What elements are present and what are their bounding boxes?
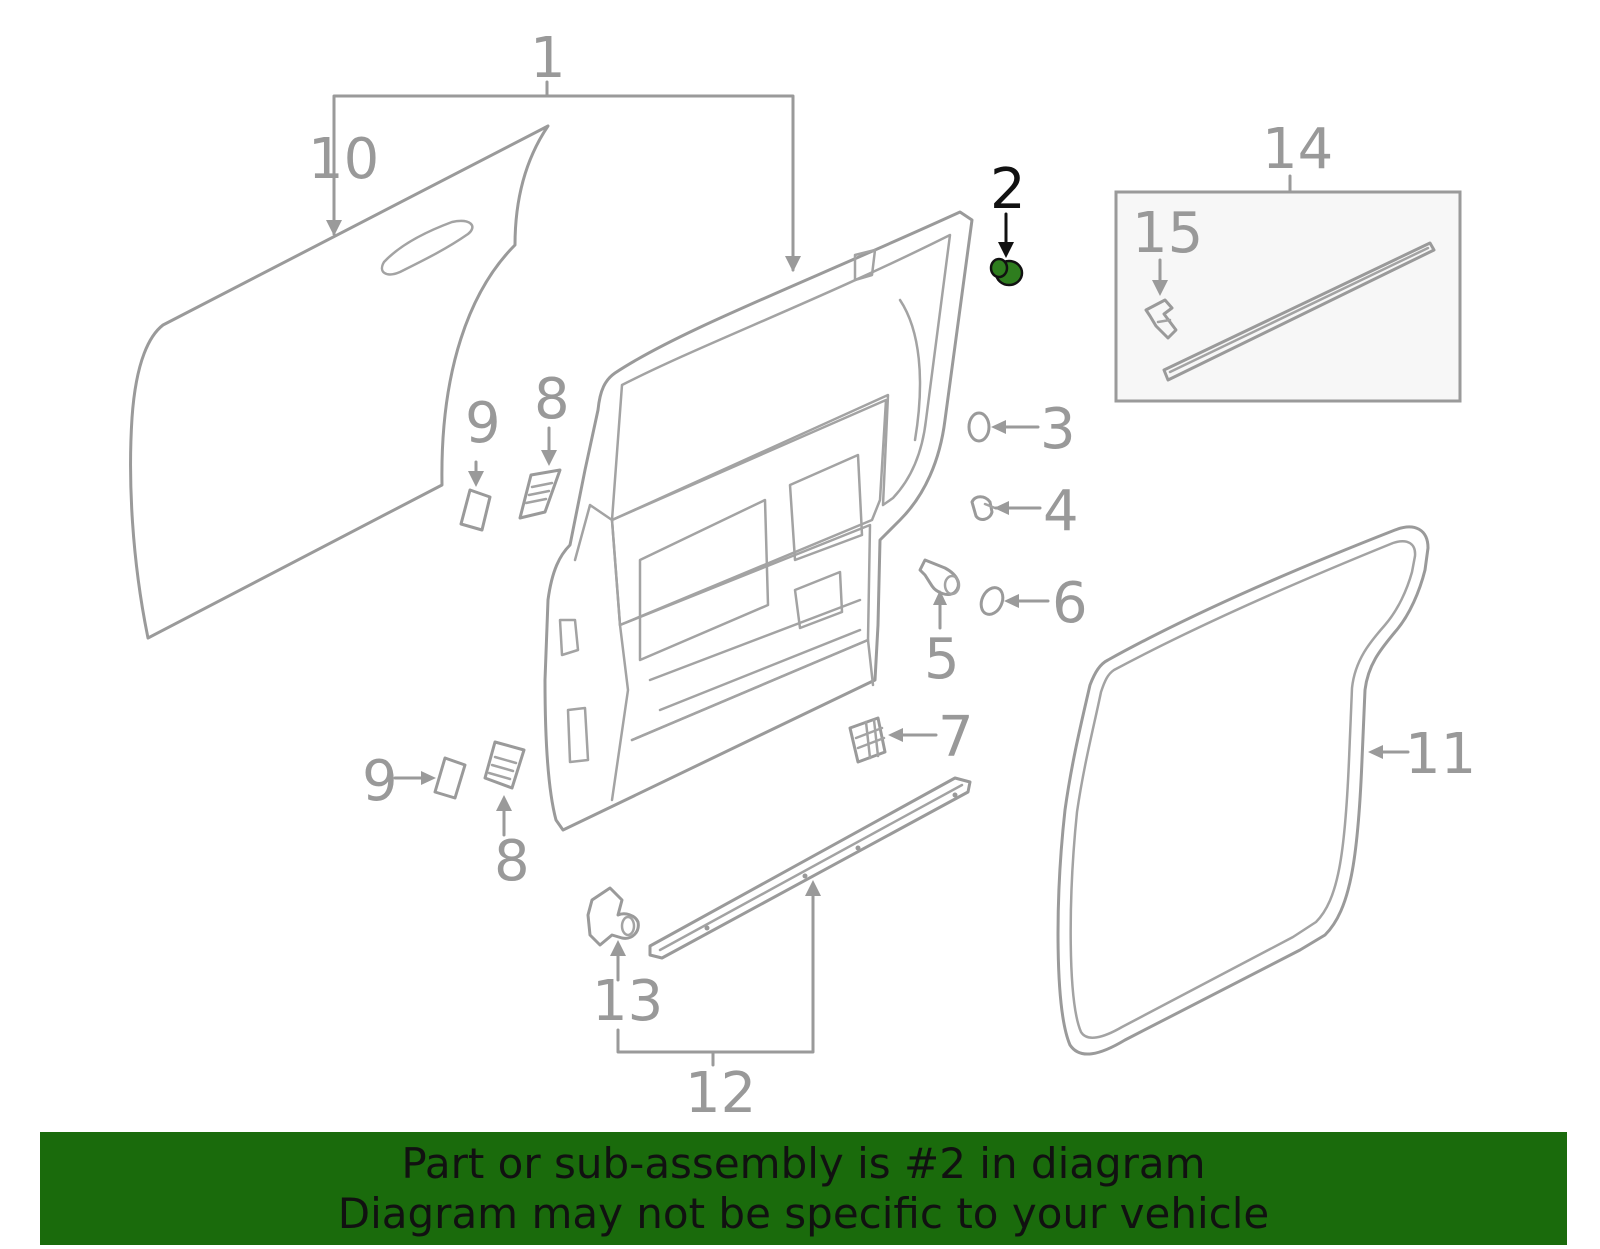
callout-6[interactable]: 6 [1052, 571, 1088, 636]
part-14-inset[interactable] [1114, 174, 1462, 403]
part-3-plug[interactable] [967, 411, 1040, 443]
callout-3[interactable]: 3 [1040, 397, 1076, 462]
callout-5[interactable]: 5 [924, 627, 960, 692]
part-13-roller[interactable] [586, 886, 640, 982]
callout-4[interactable]: 4 [1043, 479, 1079, 544]
banner-line-2: Diagram may not be specific to your vehi… [337, 1188, 1270, 1238]
callout-8-lower[interactable]: 8 [494, 829, 530, 894]
part-4-grommet[interactable] [970, 495, 1042, 521]
callout-15[interactable]: 15 [1132, 201, 1203, 266]
door-shell[interactable] [543, 210, 974, 832]
part-9-pad-upper[interactable] [459, 460, 492, 532]
part-2-clip[interactable] [989, 212, 1024, 287]
callout-9-upper[interactable]: 9 [465, 391, 501, 456]
callout-14[interactable]: 14 [1262, 117, 1333, 182]
part-8-pad-lower[interactable] [483, 740, 526, 837]
callout-11[interactable]: 11 [1405, 722, 1476, 787]
callout-1-bracket [326, 80, 801, 272]
part-6-plug[interactable] [977, 584, 1050, 618]
info-banner: Part or sub-assembly is #2 in diagram Di… [40, 1132, 1567, 1245]
callout-12[interactable]: 12 [685, 1061, 756, 1126]
part-11-weatherstrip[interactable] [1056, 525, 1430, 1056]
callout-2[interactable]: 2 [990, 157, 1026, 222]
part-12-rail[interactable] [648, 776, 972, 960]
callout-13[interactable]: 13 [592, 969, 663, 1034]
callout-12-bracket [616, 880, 821, 1067]
callout-1[interactable]: 1 [530, 26, 566, 91]
callout-8-upper[interactable]: 8 [534, 367, 570, 432]
banner-line-1: Part or sub-assembly is #2 in diagram [401, 1138, 1206, 1188]
part-5-stopper[interactable] [918, 558, 961, 630]
callout-9-lower[interactable]: 9 [362, 749, 398, 814]
part-8-pad-upper[interactable] [518, 426, 562, 520]
part-7-clip[interactable] [848, 716, 938, 764]
outer-door-panel[interactable] [129, 124, 550, 640]
part-9-pad-lower[interactable] [393, 756, 467, 800]
callout-7[interactable]: 7 [938, 705, 974, 770]
callout-10[interactable]: 10 [308, 127, 379, 192]
